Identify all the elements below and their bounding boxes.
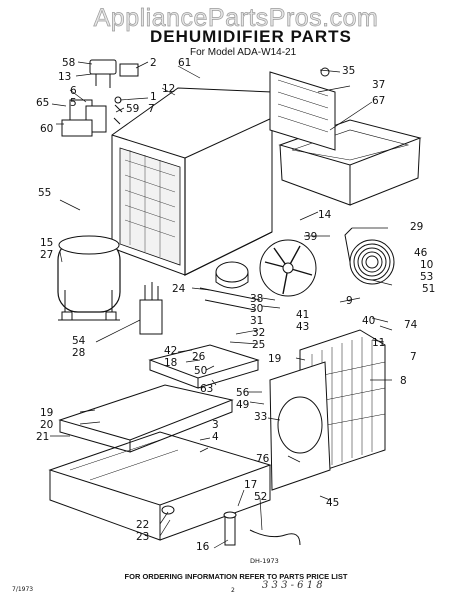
callout-63: 63 <box>200 383 213 395</box>
callout-9: 9 <box>346 295 353 307</box>
model-subtitle: For Model ADA-W14-21 <box>190 47 297 58</box>
callout-61: 61 <box>178 57 191 69</box>
callout-33: 33 <box>254 411 267 423</box>
callout-15: 15 <box>40 237 53 249</box>
callout-27: 27 <box>40 249 53 261</box>
issue-date: 7/1973 <box>12 586 34 593</box>
callout-14: 14 <box>318 209 332 221</box>
callout-20: 20 <box>40 419 53 431</box>
callout-49: 49 <box>236 399 249 411</box>
callout-25: 25 <box>252 339 265 351</box>
callout-11: 11 <box>372 337 385 349</box>
callout-76: 76 <box>256 453 270 465</box>
callout-16: 16 <box>196 541 210 553</box>
callout-17: 17 <box>244 479 257 491</box>
callout-21: 21 <box>36 431 49 443</box>
overload-relay <box>139 282 163 335</box>
callout-6: 6 <box>70 85 77 97</box>
callout-65: 65 <box>36 97 49 109</box>
control-components <box>61 59 139 137</box>
callout-40: 40 <box>362 315 375 327</box>
callout-45: 45 <box>326 497 339 509</box>
callout-51: 51 <box>422 283 435 295</box>
fan-shroud <box>269 361 331 491</box>
capillary-coil <box>344 227 395 285</box>
callout-26: 26 <box>192 351 206 363</box>
bottom-frame <box>48 431 272 541</box>
callout-5: 5 <box>70 97 77 109</box>
callout-7: 7 <box>148 103 155 115</box>
callout-28: 28 <box>72 347 85 359</box>
handwritten-note: 3 3 3 - 6 1 8 <box>262 580 323 591</box>
callout-42: 42 <box>164 345 177 357</box>
callout-10: 10 <box>420 259 433 271</box>
callout-50: 50 <box>194 365 207 377</box>
callout-74: 74 <box>404 319 418 331</box>
callout-43: 43 <box>296 321 309 333</box>
diagram-title: DEHUMIDIFIER PARTS <box>150 27 352 46</box>
rear-panel <box>269 67 336 151</box>
drain-parts <box>161 505 301 546</box>
callout-52: 52 <box>254 491 267 503</box>
callout-1: 1 <box>150 91 157 103</box>
callout-13: 13 <box>58 71 71 83</box>
fan-blade <box>259 239 317 297</box>
drawing-code: DH-1973 <box>250 557 279 565</box>
callout-12: 12 <box>162 83 175 95</box>
callout-56: 56 <box>236 387 250 399</box>
callout-46: 46 <box>414 247 428 259</box>
callout-3: 3 <box>212 419 219 431</box>
callout-4: 4 <box>212 431 219 443</box>
callout-19b: 19 <box>40 407 53 419</box>
callout-39: 39 <box>304 231 317 243</box>
callout-2: 2 <box>150 57 157 69</box>
callout-8: 8 <box>400 375 407 387</box>
callout-18: 18 <box>164 357 177 369</box>
callout-31: 31 <box>250 315 263 327</box>
callout-22: 22 <box>136 519 149 531</box>
callout-30: 30 <box>250 303 263 315</box>
callout-35: 35 <box>342 65 355 77</box>
leader-lines <box>50 61 393 549</box>
callout-54: 54 <box>72 335 86 347</box>
callout-41: 41 <box>296 309 309 321</box>
callout-19: 19 <box>268 353 281 365</box>
part-callouts: 58 2 13 6 5 1 7 65 59 60 61 12 35 37 67 … <box>36 57 435 565</box>
callout-59: 59 <box>126 103 139 115</box>
callout-32: 32 <box>252 327 265 339</box>
callout-23: 23 <box>136 531 149 543</box>
watermark: AppliancePartsPros.com <box>93 4 379 33</box>
callout-53: 53 <box>420 271 433 283</box>
compressor <box>57 235 121 321</box>
cabinet-housing <box>111 87 273 276</box>
callout-29: 29 <box>410 221 423 233</box>
callout-7b: 7 <box>410 351 417 363</box>
callout-37: 37 <box>372 79 385 91</box>
page-number: 2 <box>231 587 235 594</box>
callout-60: 60 <box>40 123 53 135</box>
callout-24: 24 <box>172 283 186 295</box>
callout-58: 58 <box>62 57 75 69</box>
callout-55: 55 <box>38 187 51 199</box>
callout-67: 67 <box>372 95 385 107</box>
base-pan <box>58 344 260 453</box>
ordering-note: FOR ORDERING INFORMATION REFER TO PARTS … <box>124 572 348 581</box>
callout-38: 38 <box>250 293 263 305</box>
